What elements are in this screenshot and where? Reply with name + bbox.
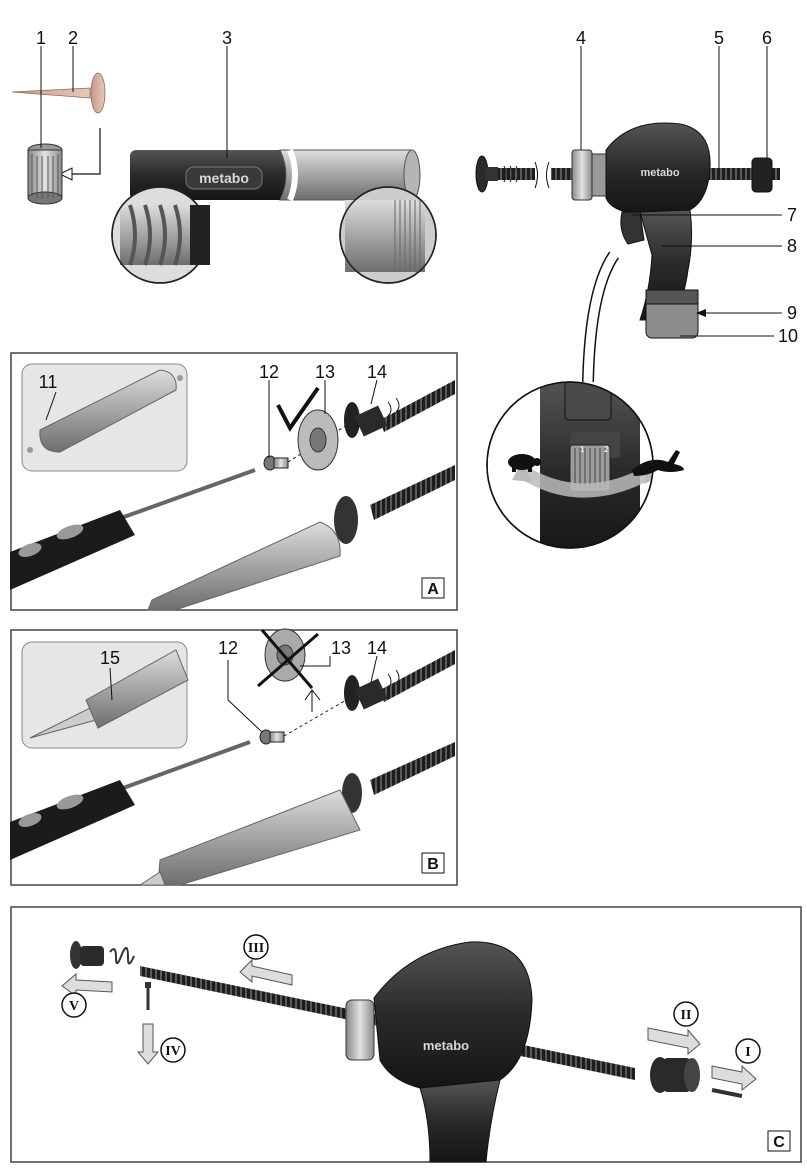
screwdriver [10,468,256,590]
callout-leaders [40,46,782,733]
gun-body-top: metabo [475,122,780,339]
callout-10: 10 [778,326,798,346]
brand-logo: metabo [199,170,249,186]
callout-12: 12 [218,638,238,658]
plunger-assembly [138,742,455,886]
callout-14: 14 [367,638,387,658]
assembly-arrow [70,128,101,175]
gun-body: metabo [345,941,533,1163]
rabbit-icon [632,450,684,476]
dial-mark-1: 1 [580,445,585,454]
step-label-v: V [69,999,79,1014]
thread-detail-left [111,186,210,284]
panel-letter-b: B [427,856,439,873]
screwdriver [10,740,251,860]
thread-detail-right [339,186,437,284]
callout-2: 2 [68,28,78,48]
end-screw [711,1088,743,1098]
check-mark-icon [276,386,320,432]
arrow-step-i [711,1064,757,1092]
turtle-icon [508,454,541,472]
arrow-head [58,167,73,181]
callout-4: 4 [576,28,586,48]
plunger-part-14 [344,650,455,711]
speed-dial-detail: 1 2 [486,251,684,549]
brand-logo: metabo [640,167,679,179]
panel-c: metabo III V IV II I C [10,906,802,1163]
step-label-i: I [745,1045,750,1060]
brand-logo: metabo [423,1038,469,1053]
callout-3: 3 [222,28,232,48]
callout-15: 15 [100,648,120,668]
callout-11: 11 [39,372,58,392]
plunger-assembly [147,465,455,611]
step-label-ii: II [681,1008,692,1023]
callout-6: 6 [762,28,772,48]
callout-7: 7 [787,205,797,225]
disc-part-13 [297,409,339,471]
panel-letter-a: A [427,581,439,598]
callout-8: 8 [787,236,797,256]
plunger-part-14 [344,380,455,438]
removal-arrow [304,689,321,712]
callout-14: 14 [367,362,387,382]
callout-12: 12 [259,362,279,382]
screw-part-12 [259,729,285,745]
plunger-head [70,941,104,969]
cross-mark-icon [257,629,319,689]
arrow-step-iii [239,958,293,986]
arrow-step-iv [136,1023,160,1065]
spring [109,947,135,965]
plunger-rod-part-2 [11,72,106,114]
panel-letter-c: C [773,1134,785,1151]
callout-13: 13 [315,362,335,382]
screw-part-12 [263,455,289,471]
arrow-step-v [61,972,113,997]
dial-mark-2: 2 [604,445,609,454]
cap-nut-part-1 [27,143,63,205]
callout-1: 1 [36,28,46,48]
callout-numbers: 1 2 3 4 5 6 7 8 9 10 11 12 13 14 15 12 1… [36,28,798,668]
callout-13: 13 [331,638,351,658]
end-cap-nut [650,1057,700,1093]
step-label-iii: III [248,941,264,956]
callout-9: 9 [787,303,797,323]
arrow-step-ii [647,1027,701,1056]
cartridge-part-15 [29,649,189,739]
step-label-iv: IV [165,1044,181,1059]
panel-a: A [10,352,458,611]
foil-bag-part-11 [27,369,183,453]
panel-b: B [10,628,458,886]
callout-5: 5 [714,28,724,48]
small-screw [145,982,151,1010]
